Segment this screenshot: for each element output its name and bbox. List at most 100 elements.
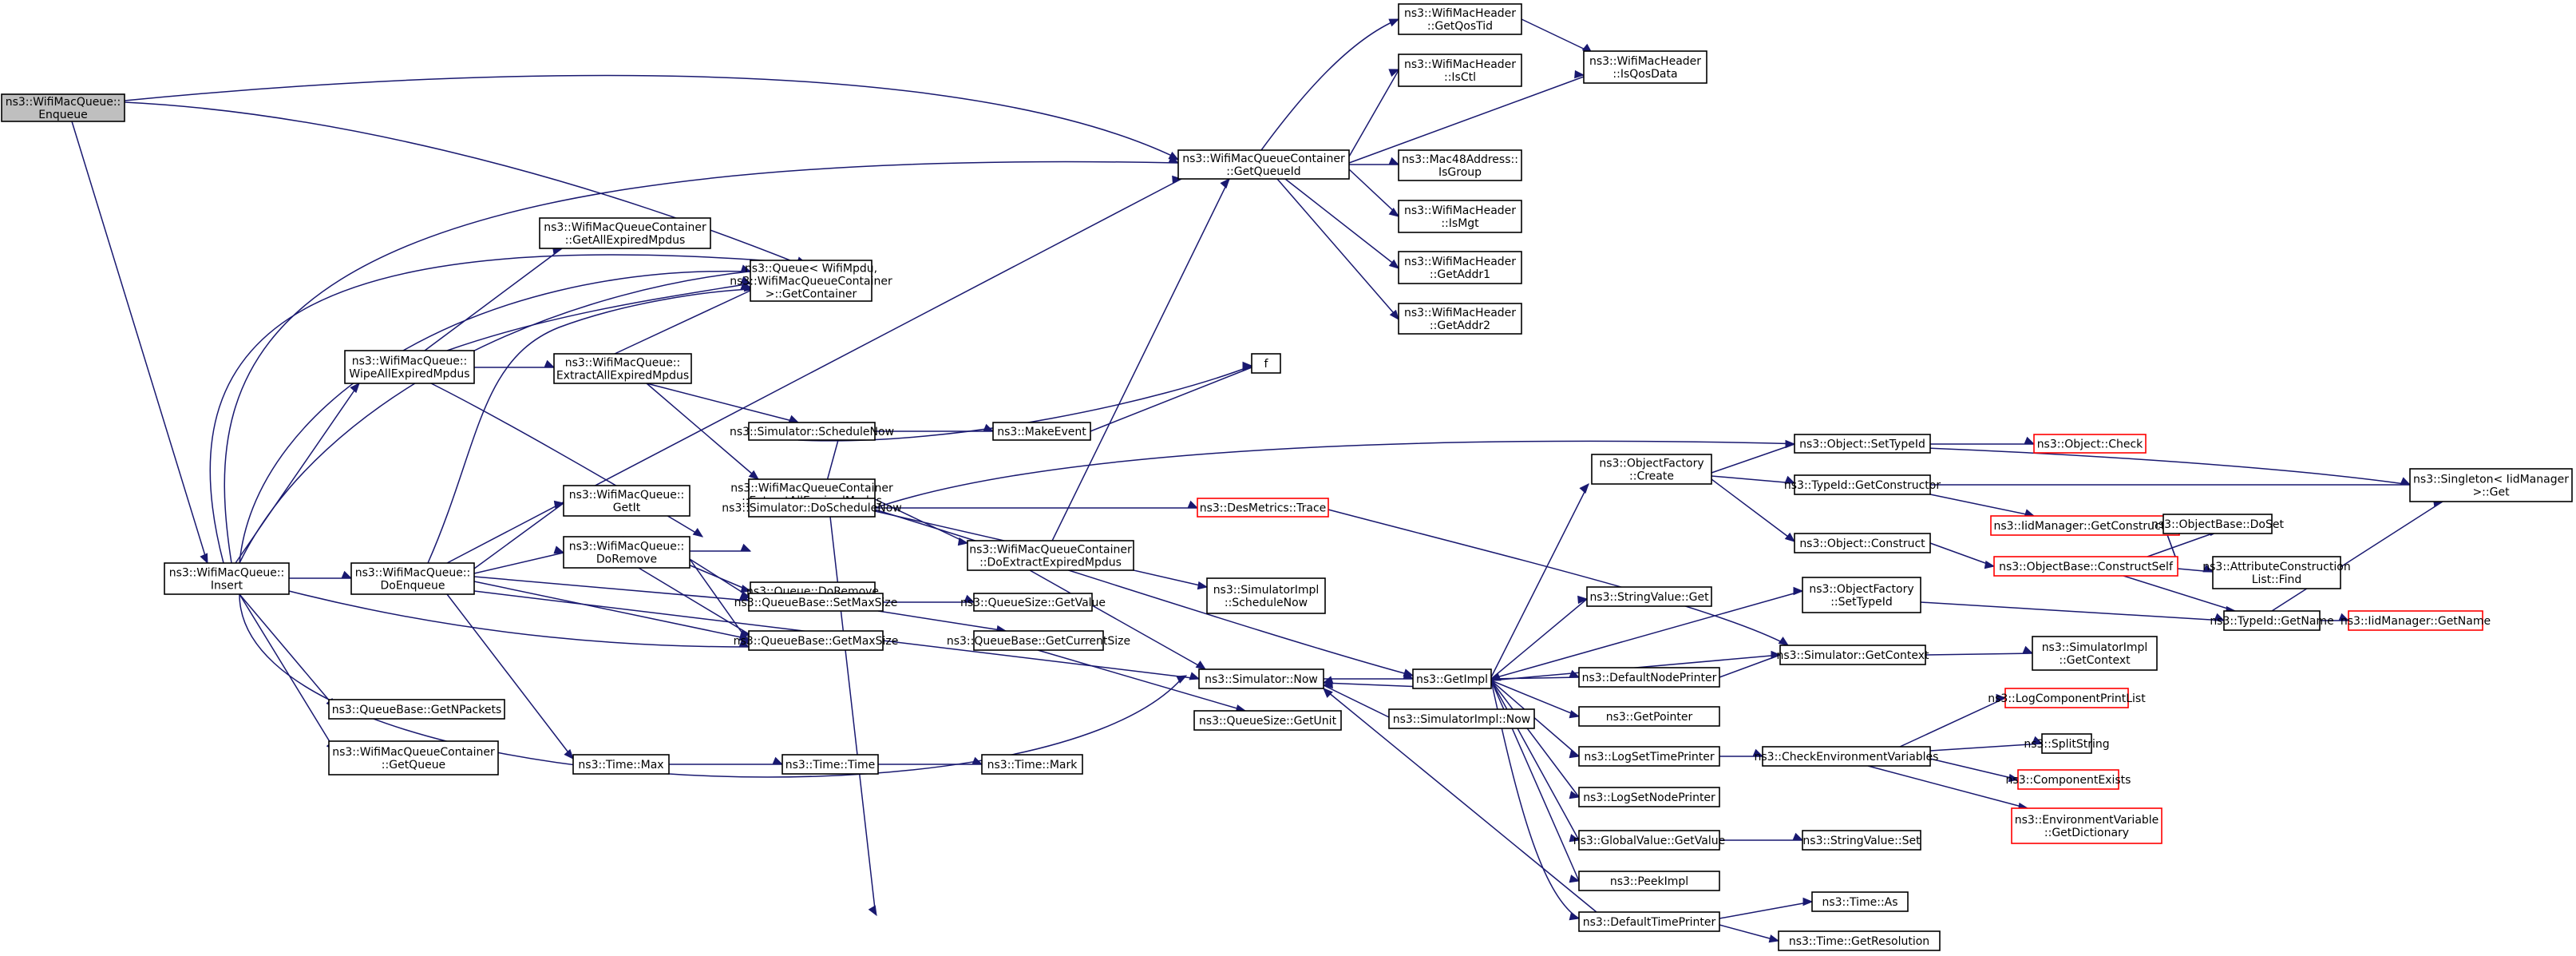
node-box [2004,688,2129,708]
edge-line [473,581,750,640]
node-box [2409,468,2573,502]
node-getallexp[interactable]: ns3::WifiMacQueueContainer::GetAllExpire… [539,217,711,249]
node-splitstring[interactable]: ns3::SplitString [2024,733,2110,754]
node-logcompprint[interactable]: ns3::LogComponentPrintList [1988,688,2146,708]
node-envdict[interactable]: ns3::EnvironmentVariable::GetDictionary [2011,807,2162,844]
node-timeas[interactable]: ns3::Time::As [1811,891,1909,912]
node-box [1412,668,1492,689]
node-strvalget[interactable]: ns3::StringValue::Get [1586,586,1712,607]
call-edge [1490,483,1589,678]
call-edge [2271,498,2444,612]
node-qsgetunit[interactable]: ns3::QueueSize::GetUnit [1193,710,1342,731]
node-objconstruct[interactable]: ns3::Object::Construct [1794,533,1931,553]
node-simimplsched[interactable]: ns3::SimulatorImpl::ScheduleNow [1206,577,1326,614]
call-edge [1490,680,1581,719]
arrowhead-icon [1792,832,1804,841]
arrowhead-icon [1784,475,1796,484]
node-simimplnow[interactable]: ns3::SimulatorImpl::Now [1388,708,1535,729]
node-getqid[interactable]: ns3::WifiMacQueueContainer::GetQueueId [1177,149,1350,180]
node-setypeid[interactable]: ns3::Object::SetTypeId [1794,434,1931,454]
call-edge [473,500,565,569]
node-timegetres[interactable]: ns3::Time::GetResolution [1778,930,1941,951]
edge-line [874,498,968,544]
node-timemax[interactable]: ns3::Time::Max [572,754,670,775]
node-gqostid[interactable]: ns3::WifiMacHeader::GetQosTid [1398,3,1522,35]
node-label: ns3::WifiMacQueue:: [169,567,285,580]
node-makeevent[interactable]: ns3::MakeEvent [992,422,1091,441]
arrowhead-icon [2032,736,2044,744]
node-qsgetvalue[interactable]: ns3::QueueSize::GetValue [960,593,1106,612]
node-addr1[interactable]: ns3::WifiMacHeader::GetAddr1 [1398,251,1522,284]
node-getcont[interactable]: ns3::Queue< WifiMpdu,ns3::WifiMacQueueCo… [730,260,892,302]
node-label: ::ScheduleNow [1225,597,1308,609]
node-getctor[interactable]: ns3::TypeId::GetConstructor [1784,474,1941,495]
arrowhead-icon [1172,175,1183,184]
node-ofcreate[interactable]: ns3::ObjectFactory::Create [1591,454,1712,485]
node-simgetctx[interactable]: ns3::Simulator::GetContext [1776,645,1929,665]
node-box [967,540,1134,571]
node-addr2[interactable]: ns3::WifiMacHeader::GetAddr2 [1398,303,1522,335]
edge-line [224,161,1179,564]
node-simnow[interactable]: ns3::Simulator::Now [1198,668,1324,689]
node-extractall[interactable]: ns3::WifiMacQueue::ExtractAllExpiredMpdu… [553,353,692,384]
node-doenqueue[interactable]: ns3::WifiMacQueue::DoEnqueue [350,562,475,595]
node-singleton[interactable]: ns3::Singleton< IidManager>::Get [2409,468,2573,502]
node-objcheck[interactable]: ns3::Object::Check [2033,434,2147,454]
node-enq[interactable]: ns3::WifiMacQueue::Enqueue [1,93,125,122]
node-isctl[interactable]: ns3::WifiMacHeader::IsCtl [1398,54,1522,87]
edge-line [239,593,336,752]
node-strvalset[interactable]: ns3::StringValue::Set [1802,830,1921,851]
node-peekimpl[interactable]: ns3::PeekImpl [1578,871,1720,891]
node-timemark[interactable]: ns3::Time::Mark [981,754,1083,775]
node-qbgetn[interactable]: ns3::QueueBase::GetNPackets [328,699,505,720]
node-ofsettypeid[interactable]: ns3::ObjectFactory::SetTypeId [1802,577,1921,613]
node-label: ns3::Simulator::DoScheduleNow [722,502,901,515]
call-edge [669,756,784,765]
node-label: ::GetContext [2059,654,2131,667]
node-getimpl[interactable]: ns3::GetImpl [1412,668,1492,689]
node-label: >::GetContainer [766,288,857,301]
node-simimplctx[interactable]: ns3::SimulatorImpl::GetContext [2032,636,2158,671]
arrowhead-icon [1802,897,1814,906]
node-gvgetvalue[interactable]: ns3::GlobalValue::GetValue [1573,830,1725,851]
node-wipe[interactable]: ns3::WifiMacQueue::WipeAllExpiredMpdus [344,350,475,384]
arrowhead-icon [1569,912,1581,921]
node-checkenv[interactable]: ns3::CheckEnvironmentVariables [1755,746,1939,767]
edge-line [1899,697,2006,748]
node-label: ns3::QueueBase::GetNPackets [332,704,502,716]
arrowhead-icon [1490,672,1502,681]
node-qbsetmax[interactable]: ns3::QueueBase::SetMaxSize [734,593,898,612]
node-wqcdoextract[interactable]: ns3::WifiMacQueueContainer::DoExtractExp… [967,540,1134,571]
node-obconstructself[interactable]: ns3::ObjectBase::ConstructSelf [1993,556,2178,577]
node-timetime[interactable]: ns3::Time::Time [782,754,879,775]
node-wqcgetqueue[interactable]: ns3::WifiMacQueueContainer::GetQueue [328,740,499,776]
node-box [1778,930,1941,951]
node-tidgetname[interactable]: ns3::TypeId::GetName [2210,610,2334,631]
node-wmdoremove[interactable]: ns3::WifiMacQueue::DoRemove [563,536,690,569]
node-logsettime[interactable]: ns3::LogSetTimePrinter [1578,746,1720,767]
node-qbgetcur[interactable]: ns3::QueueBase::GetCurrentSize [947,630,1130,651]
node-qbgetmax[interactable]: ns3::QueueBase::GetMaxSize [734,630,899,651]
node-desmetrics[interactable]: ns3::DesMetrics::Trace [1197,498,1329,518]
node-defnodeprinter[interactable]: ns3::DefaultNodePrinter [1578,667,1720,688]
node-compexists[interactable]: ns3::ComponentExists [2006,769,2131,790]
node-isgroup[interactable]: ns3::Mac48Address::IsGroup [1398,149,1522,181]
node-deftimeprinter[interactable]: ns3::DefaultTimePrinter [1578,911,1720,932]
node-doschednow[interactable]: ns3::Simulator::DoScheduleNow [722,498,902,518]
node-getpointer[interactable]: ns3::GetPointer [1578,706,1720,727]
node-ismgt[interactable]: ns3::WifiMacHeader::IsMgt [1398,200,1522,233]
node-label: ns3::QueueBase::SetMaxSize [734,597,898,609]
node-f[interactable]: f [1251,353,1281,374]
node-iidgetname[interactable]: ns3::IidManager::GetName [2341,610,2491,631]
edge-line [646,383,759,480]
node-logsetnode[interactable]: ns3::LogSetNodePrinter [1578,787,1720,807]
node-wmgetit[interactable]: ns3::WifiMacQueue::GetIt [563,485,690,517]
node-obdoset[interactable]: ns3::ObjectBase::DoSet [2151,514,2284,534]
node-schednow[interactable]: ns3::Simulator::ScheduleNow [730,422,894,441]
arrowhead-icon [1579,483,1589,494]
node-label: ns3::WifiMacQueue:: [565,357,681,370]
node-isqosdata[interactable]: ns3::WifiMacHeader::IsQosData [1583,50,1707,84]
node-insert[interactable]: ns3::WifiMacQueue::Insert [164,562,290,595]
arrowhead-icon [1577,595,1589,605]
